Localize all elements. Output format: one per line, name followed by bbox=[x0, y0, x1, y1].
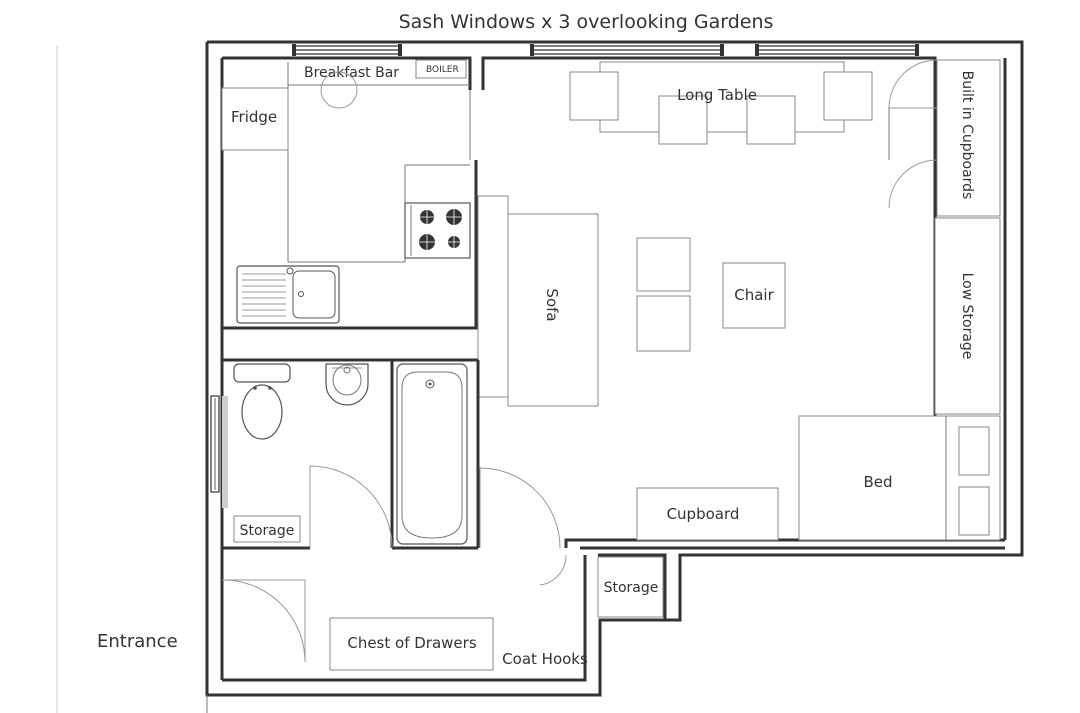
sash-window-3 bbox=[755, 44, 919, 56]
bathroom-storage bbox=[233, 515, 301, 543]
outer-walls bbox=[205, 40, 1024, 713]
side-table bbox=[636, 237, 691, 292]
bed: Bed bbox=[798, 415, 1001, 541]
sash-windows bbox=[292, 44, 919, 56]
boiler-label: BOILER bbox=[426, 65, 459, 75]
table-chair bbox=[658, 95, 708, 145]
coat-hooks-label: Coat Hooks bbox=[502, 650, 588, 668]
bathroom-window bbox=[210, 395, 228, 508]
sash-window-2 bbox=[530, 44, 724, 56]
long-table: Long Table bbox=[569, 61, 873, 145]
hall-storage: Storage bbox=[597, 556, 664, 618]
bathroom: Storage bbox=[210, 358, 480, 550]
chair: Chair bbox=[722, 262, 786, 329]
pillow bbox=[958, 486, 990, 536]
long-table-label: Long Table bbox=[677, 86, 757, 104]
kitchen-sink-icon bbox=[236, 265, 340, 324]
plan-title: Sash Windows x 3 overlooking Gardens bbox=[399, 11, 774, 33]
pillow bbox=[958, 426, 990, 476]
hall-storage-label: Storage bbox=[604, 580, 659, 596]
low-storage: Low Storage bbox=[934, 217, 1001, 415]
toilet-icon bbox=[233, 363, 291, 440]
low-storage-label: Low Storage bbox=[959, 273, 975, 360]
built-in-cupboards: Built in Cupboards bbox=[888, 59, 1001, 217]
built-in-cupboards-label: Built in Cupboards bbox=[959, 71, 975, 200]
fridge bbox=[221, 87, 289, 151]
bath-icon bbox=[396, 363, 468, 545]
sash-window-1 bbox=[292, 44, 402, 56]
table-chair bbox=[823, 71, 873, 121]
cupboard: Cupboard bbox=[636, 487, 779, 541]
chair-label: Chair bbox=[734, 286, 774, 304]
bed-label: Bed bbox=[863, 473, 892, 491]
bar-stool bbox=[320, 71, 358, 109]
basin-icon bbox=[325, 363, 369, 406]
side-table bbox=[636, 295, 691, 352]
boiler bbox=[415, 59, 467, 79]
bathroom-storage-label: Storage bbox=[240, 523, 295, 539]
breakfast-bar-label: Breakfast Bar bbox=[304, 65, 399, 81]
entrance-label: Entrance bbox=[97, 631, 178, 652]
table-chair bbox=[746, 95, 796, 145]
kitchen: Fridge Breakfast Bar BOILER bbox=[221, 59, 478, 330]
sofa: Sofa bbox=[477, 195, 599, 407]
door-swing-arc bbox=[539, 554, 567, 586]
fridge-label: Fridge bbox=[231, 108, 277, 126]
bathroom-door bbox=[309, 465, 393, 549]
front-door[interactable] bbox=[221, 579, 306, 663]
hob-icon bbox=[404, 202, 471, 259]
living-room-door[interactable] bbox=[479, 467, 561, 549]
chest-of-drawers-label: Chest of Drawers bbox=[347, 634, 476, 652]
table-chair bbox=[569, 71, 619, 121]
chest-of-drawers: Chest of Drawers bbox=[329, 617, 494, 671]
cupboard-label: Cupboard bbox=[667, 505, 740, 523]
sofa-label: Sofa bbox=[543, 288, 561, 321]
